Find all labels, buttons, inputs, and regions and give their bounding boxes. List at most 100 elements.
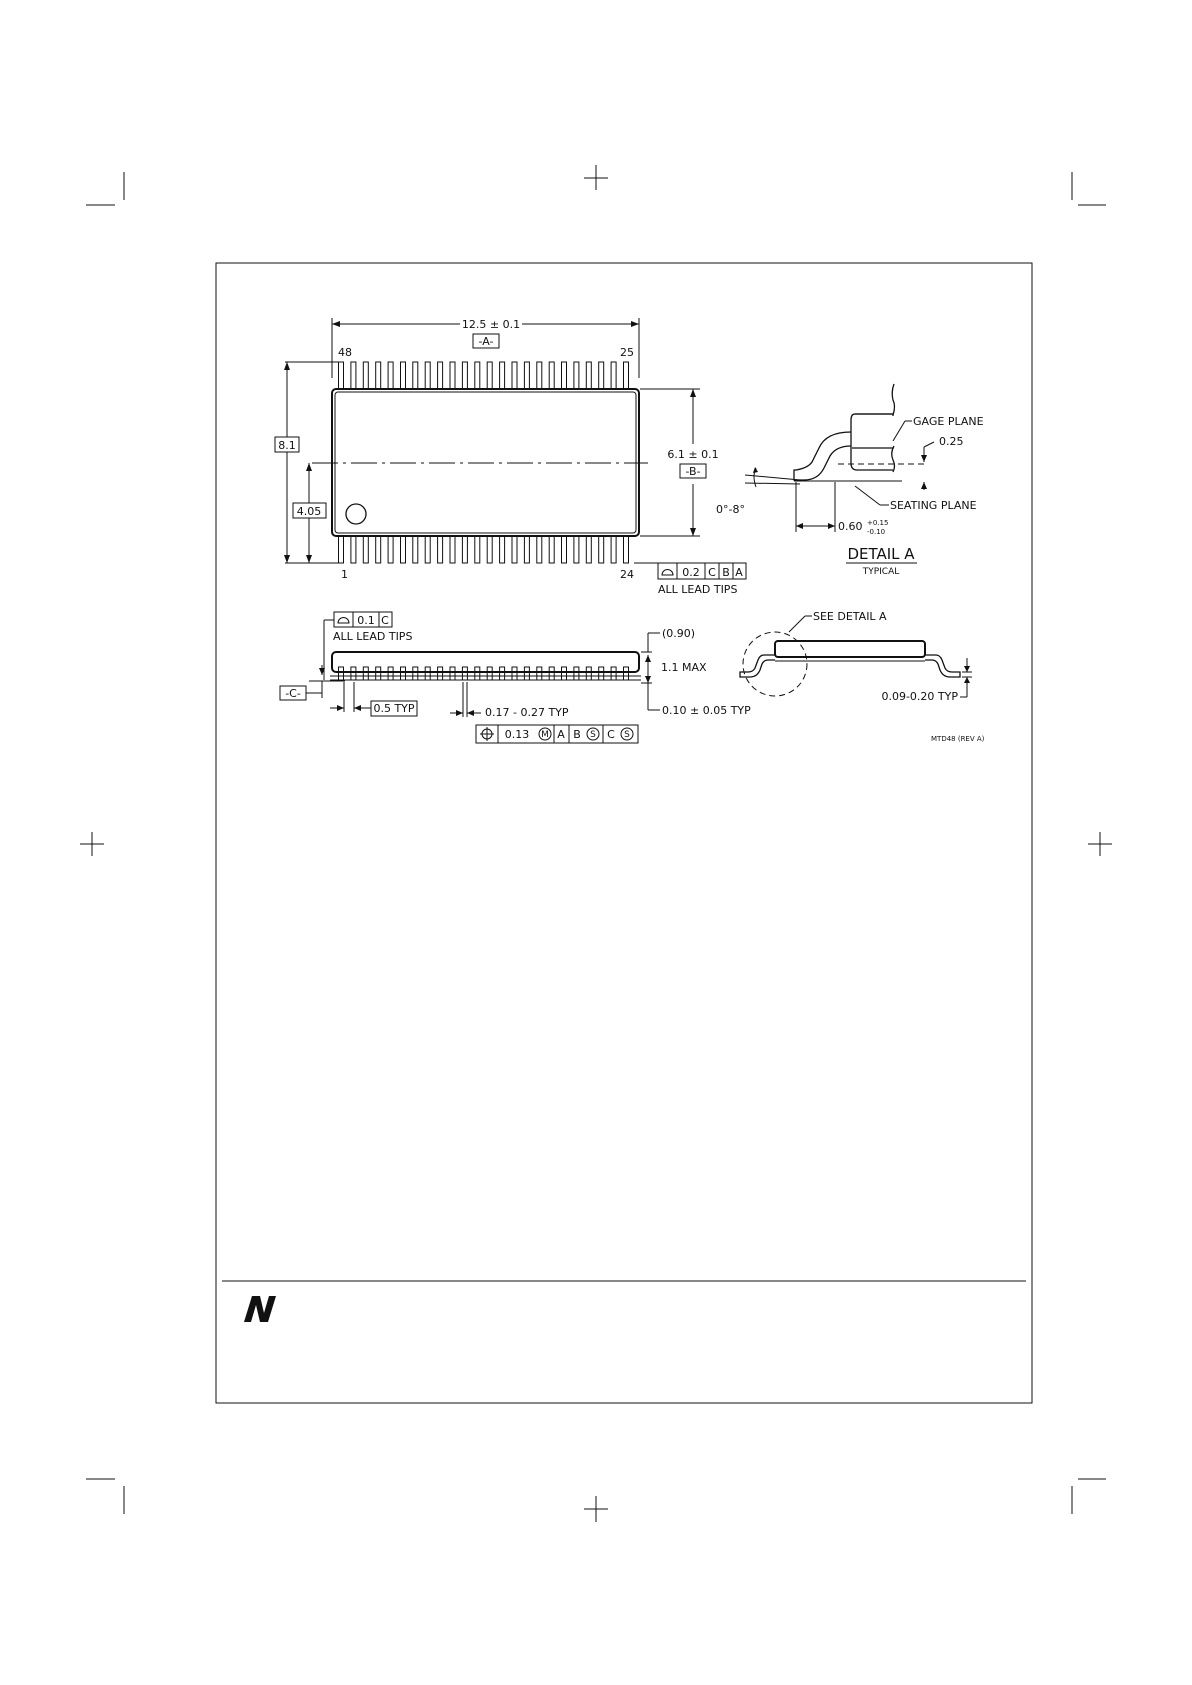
overall-width-dimension: 8.1: [278, 439, 296, 452]
lead-bottom: [376, 536, 381, 563]
end-view: SEE DETAIL A 0.09-0.20 TYP: [740, 610, 972, 703]
see-detail-label: SEE DETAIL A: [813, 610, 887, 623]
side-tolerance-note: ALL LEAD TIPS: [333, 630, 412, 643]
lead-bottom: [599, 536, 604, 563]
lead-top: [339, 362, 344, 389]
flatness-frame: 0.1 C: [334, 612, 392, 627]
lead-top: [512, 362, 517, 389]
lead-top: [388, 362, 393, 389]
top-tolerance-note: ALL LEAD TIPS: [658, 583, 737, 596]
svg-text:C: C: [607, 728, 615, 741]
lead-width-dimension: 0.17 - 0.27 TYP: [485, 706, 569, 719]
pitch-dimension: 0.5 TYP: [373, 702, 414, 715]
max-height-dimension: 1.1 MAX: [661, 661, 707, 674]
svg-text:B: B: [573, 728, 581, 741]
svg-text:S: S: [590, 730, 596, 740]
lead-top: [586, 362, 591, 389]
pin-1-label: 1: [341, 568, 348, 581]
lead-bottom: [438, 536, 443, 563]
lead-bottom: [388, 536, 393, 563]
lead-side: [524, 667, 529, 680]
bottom-leads: [339, 536, 629, 563]
detail-a: GAGE PLANE 0.25 SEATING PLANE 0°-8° 0.60…: [716, 384, 984, 577]
svg-text:0.13: 0.13: [505, 728, 530, 741]
lead-side: [462, 667, 467, 680]
lead-top: [475, 362, 480, 389]
lead-bottom: [624, 536, 629, 563]
lead-top: [450, 362, 455, 389]
gage-dimension: 0.25: [939, 435, 964, 448]
lead-side: [599, 667, 604, 680]
svg-text:M: M: [541, 730, 549, 740]
company-logo: [244, 1296, 276, 1322]
page-frame: [216, 263, 1032, 1403]
body-thickness-dimension: (0.90): [662, 627, 695, 640]
side-body: [332, 652, 639, 672]
lead-top: [438, 362, 443, 389]
lead-bottom: [475, 536, 480, 563]
datum-a-label: -A-: [479, 335, 494, 348]
lead-side: [624, 667, 629, 680]
lead-bottom: [537, 536, 542, 563]
lead-side: [512, 667, 517, 680]
svg-text:C: C: [381, 614, 389, 627]
lead-bottom: [462, 536, 467, 563]
lead-side: [388, 667, 393, 680]
lead-side: [363, 667, 368, 680]
lead-side: [500, 667, 505, 680]
lead-side: [438, 667, 443, 680]
lead-top: [524, 362, 529, 389]
lead-bottom: [500, 536, 505, 563]
lead-top: [574, 362, 579, 389]
lead-side: [586, 667, 591, 680]
top-leads: [339, 362, 629, 389]
lead-bottom: [586, 536, 591, 563]
lead-side: [574, 667, 579, 680]
lead-side: [475, 667, 480, 680]
lead-side: [425, 667, 430, 680]
lead-top: [363, 362, 368, 389]
crop-marks: [86, 172, 1106, 1514]
detail-title: DETAIL A: [847, 545, 915, 563]
lead-bottom: [549, 536, 554, 563]
svg-text:0.1: 0.1: [357, 614, 375, 627]
lead-top: [376, 362, 381, 389]
length-dimension: 12.5 ± 0.1: [462, 318, 520, 331]
drawing-number: MTD48 (REV A): [931, 735, 985, 743]
lead-bottom: [611, 536, 616, 563]
svg-text:A: A: [557, 728, 565, 741]
lead-bottom: [351, 536, 356, 563]
lead-top: [599, 362, 604, 389]
datum-c-label: -C-: [285, 687, 301, 700]
svg-text:C: C: [708, 566, 716, 579]
lead-top: [611, 362, 616, 389]
profile-tolerance-frame: 0.2 C B A: [658, 563, 746, 579]
lead-bottom: [339, 536, 344, 563]
top-view: 12.5 ± 0.1 -A- 48 25 1 24 8.1 4.05 6.1 ±…: [275, 318, 746, 596]
lead-bottom: [363, 536, 368, 563]
lead-bottom: [562, 536, 567, 563]
lead-side: [413, 667, 418, 680]
lead-top: [425, 362, 430, 389]
svg-text:B: B: [722, 566, 730, 579]
side-view: 0.1 C ALL LEAD TIPS -C- 0.5 TYP 0.17 - 0…: [280, 612, 751, 743]
pin1-indicator: [346, 504, 366, 524]
lead-top: [500, 362, 505, 389]
lead-angle: 0°-8°: [716, 503, 745, 516]
foot-tolerance-minus: -0.10: [867, 528, 885, 536]
pin-24-label: 24: [620, 568, 634, 581]
lead-bottom: [450, 536, 455, 563]
lead-top: [401, 362, 406, 389]
svg-text:0.2: 0.2: [682, 566, 700, 579]
gage-plane-label: GAGE PLANE: [913, 415, 984, 428]
lead-bottom: [512, 536, 517, 563]
lead-top: [624, 362, 629, 389]
lead-side: [611, 667, 616, 680]
position-tolerance-frame: 0.13 M A B S C S: [476, 725, 638, 743]
lead-side: [487, 667, 492, 680]
lead-top: [537, 362, 542, 389]
lead-bottom: [425, 536, 430, 563]
seating-plane-label: SEATING PLANE: [890, 499, 977, 512]
lead-side: [376, 667, 381, 680]
